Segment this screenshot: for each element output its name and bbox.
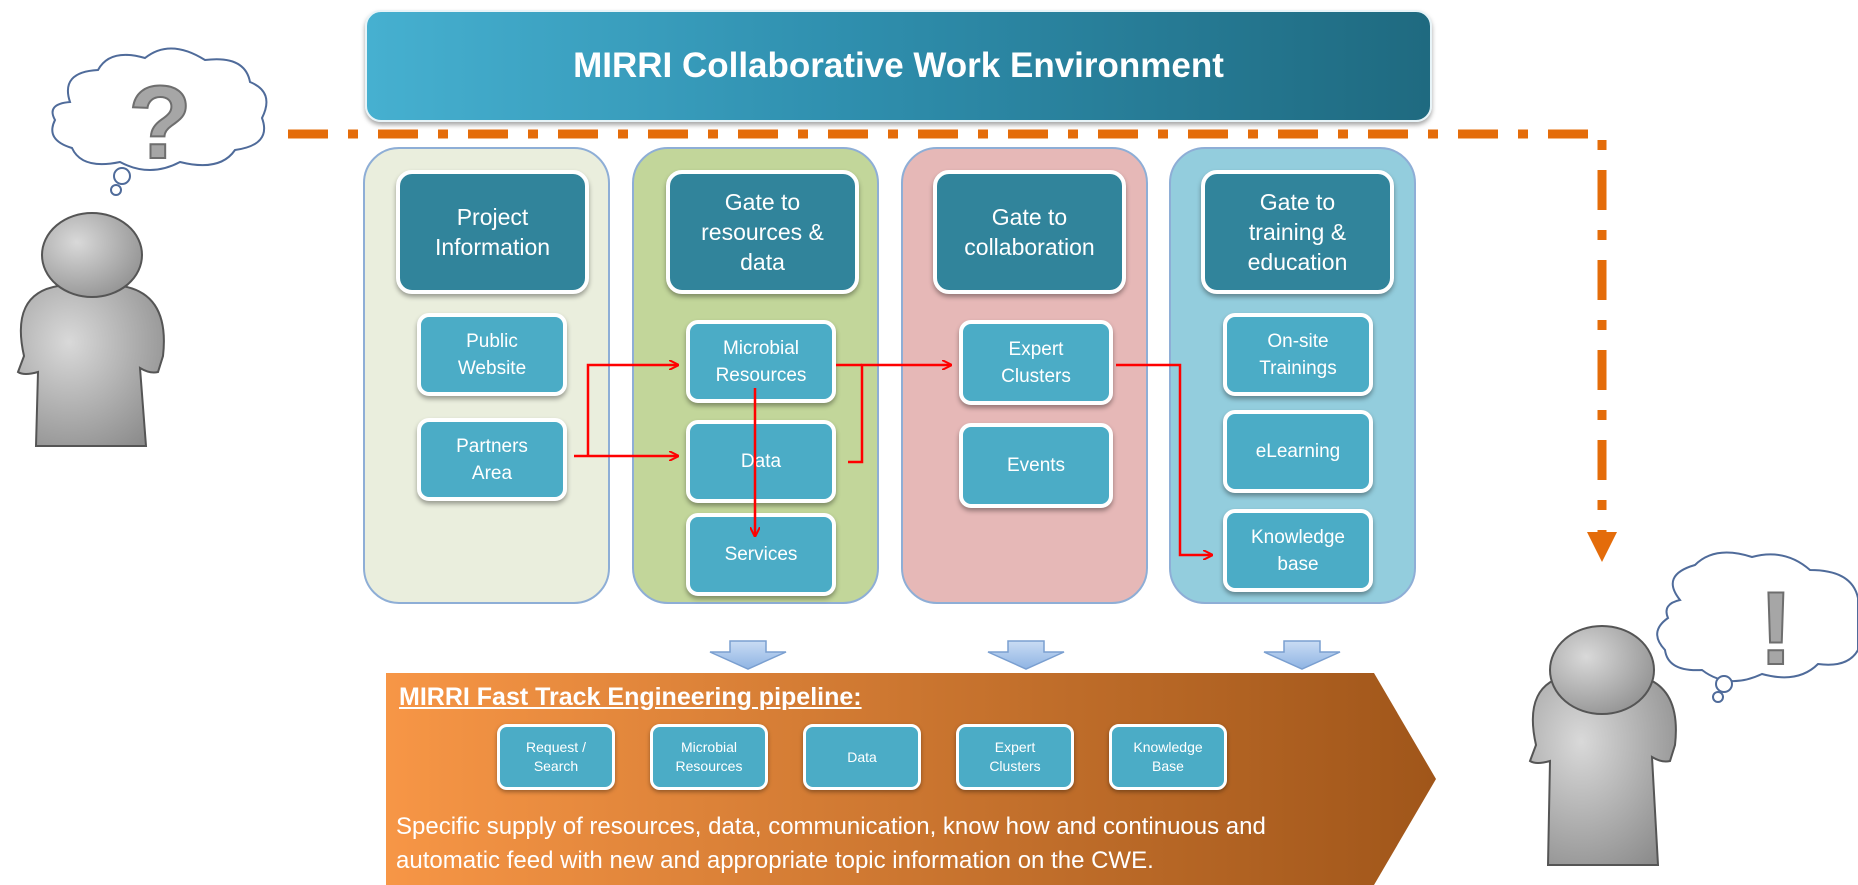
thought-cloud-exclamation: ! — [1656, 551, 1858, 703]
orange-dashed-path — [288, 129, 1617, 562]
down-arrow-1 — [709, 640, 787, 670]
pipeline-description: Specific supply of resources, data, comm… — [396, 813, 1266, 874]
pipeline-step-data: Data — [803, 724, 921, 790]
question-mark-icon: ? — [128, 65, 192, 181]
pipeline-step-request-search: Request / Search — [497, 724, 615, 790]
header-gate-to-resources: Gate to resources & data — [666, 170, 859, 294]
arrow-expert-to-knowledge — [1116, 363, 1212, 555]
exclamation-mark-icon: ! — [1759, 571, 1794, 687]
red-flow-arrows — [574, 365, 1212, 555]
item-microbial-resources: Microbial Resources — [686, 320, 836, 403]
item-partners-area: Partners Area — [417, 418, 567, 501]
arrow-partners-to-microbial — [586, 365, 678, 456]
person-left-icon — [16, 212, 165, 447]
item-on-site-trainings: On-site Trainings — [1223, 313, 1373, 396]
down-arrows — [709, 640, 1341, 670]
title-banner: MIRRI Collaborative Work Environment — [365, 10, 1432, 122]
thought-cloud-question: ? — [51, 47, 268, 196]
item-knowledge-base: Knowledge base — [1223, 509, 1373, 592]
dashed-path-arrowhead — [1587, 532, 1617, 562]
item-expert-clusters: Expert Clusters — [959, 320, 1113, 405]
header-gate-to-collaboration: Gate to collaboration — [933, 170, 1126, 294]
down-arrow-3 — [1263, 640, 1341, 670]
item-elearning: eLearning — [1223, 410, 1373, 493]
item-services: Services — [686, 513, 836, 596]
header-gate-to-training: Gate to training & education — [1201, 170, 1394, 294]
item-public-website: Public Website — [417, 313, 567, 396]
pipeline-step-expert-clusters: Expert Clusters — [956, 724, 1074, 790]
item-events: Events — [959, 423, 1113, 508]
header-project-information: Project Information — [396, 170, 589, 294]
arrow-data-to-expert — [848, 365, 951, 464]
item-data: Data — [686, 420, 836, 503]
pipeline-title: MIRRI Fast Track Engineering pipeline: — [399, 683, 862, 711]
pipeline-step-knowledge-base: Knowledge Base — [1109, 724, 1227, 790]
down-arrow-2 — [987, 640, 1065, 670]
diagram-title: MIRRI Collaborative Work Environment — [573, 46, 1224, 85]
person-right-icon — [1528, 625, 1677, 866]
pipeline-step-microbial-resources: Microbial Resources — [650, 724, 768, 790]
